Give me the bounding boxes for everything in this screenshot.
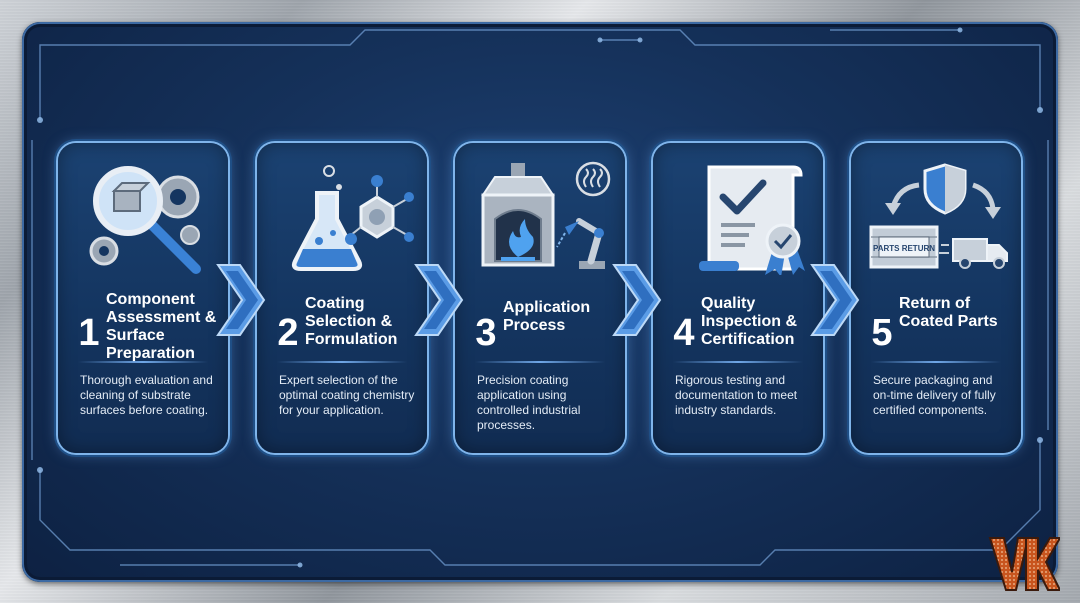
step-number: 1 (78, 312, 100, 354)
step-title: Component Assessment & Surface Preparati… (106, 291, 217, 362)
crate-label-text: PARTS RETURN (873, 244, 935, 253)
step-title: Application Process (503, 299, 591, 334)
step-title: Quality Inspection & Certification (701, 295, 798, 348)
step-number: 2 (277, 312, 299, 354)
divider (277, 361, 407, 363)
divider (871, 361, 1001, 363)
furnace-robot-arm-icon (481, 161, 611, 269)
divider (673, 361, 803, 363)
step-description: Expert selection of the optimal coating … (279, 373, 415, 417)
step-card-5: PARTS RETURN 5 Return of Coated Parts Se… (851, 143, 1021, 453)
chevron-arrow-icon (612, 264, 662, 336)
chevron-arrow-icon (216, 264, 266, 336)
step-card-2: 2 Coating Selection & Formulation Expert… (257, 143, 427, 453)
vk-logo (988, 537, 1060, 591)
step-card-4: 4 Quality Inspection & Certification Rig… (653, 143, 823, 453)
divider (78, 361, 208, 363)
chevron-arrow-icon (414, 264, 464, 336)
step-card-3: 3 Application Process Precision coating … (455, 143, 625, 453)
step-description: Precision coating application using cont… (477, 373, 581, 432)
step-description: Secure packaging and on-time delivery of… (873, 373, 996, 417)
certificate-check-icon (699, 165, 805, 275)
step-title: Coating Selection & Formulation (305, 295, 398, 348)
shield-box-truck-icon: PARTS RETURN (869, 163, 1008, 269)
step-number: 3 (475, 312, 497, 354)
step-description: Rigorous testing and documentation to me… (675, 373, 798, 417)
step-number: 4 (673, 312, 695, 354)
step-number: 5 (871, 312, 893, 354)
chevron-arrow-icon (810, 264, 860, 336)
flask-molecule-icon (291, 165, 414, 271)
step-title: Return of Coated Parts (899, 295, 998, 330)
step-card-1: 1 Component Assessment & Surface Prepara… (58, 143, 228, 453)
divider (475, 361, 605, 363)
step-description: Thorough evaluation and cleaning of subs… (80, 373, 213, 417)
magnifier-gears-icon (89, 166, 201, 274)
